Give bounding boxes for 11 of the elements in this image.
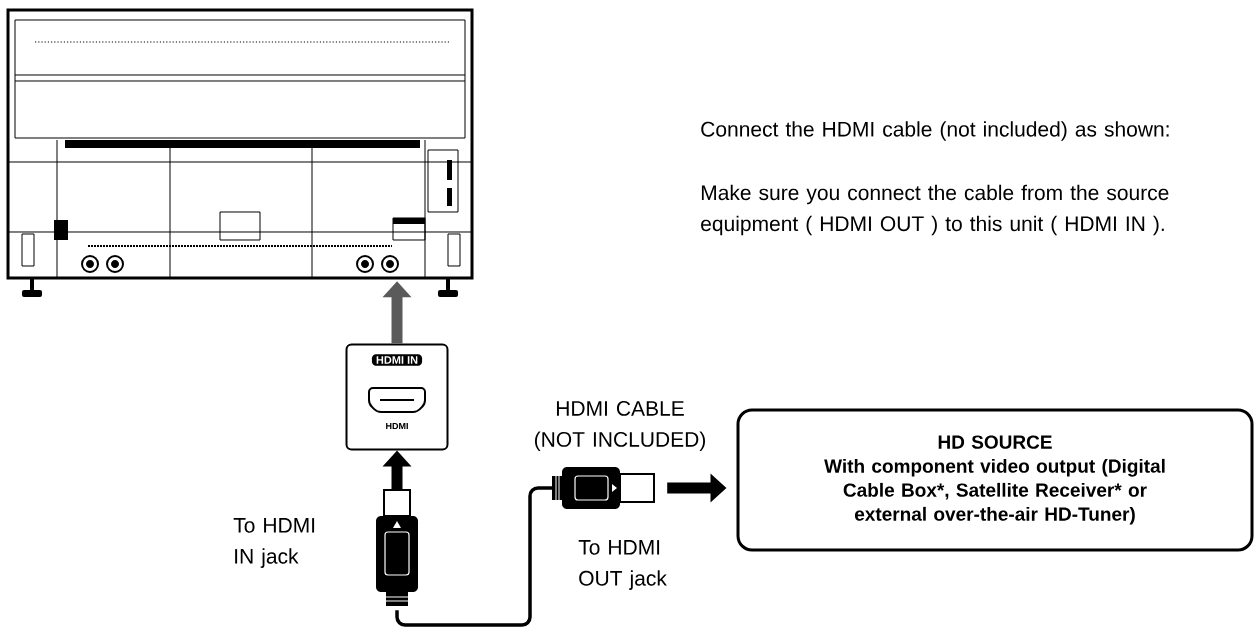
source-box: HD SOURCE With component video output (Digital Cable Box*, Satellite Receiver* or external over-the-air HD-Tuner): [736, 408, 1254, 552]
cable: [395, 486, 555, 627]
hdmi-jack-panel: HDMI IN HDMI: [345, 343, 449, 451]
beside-text: To HDMI OUT jack: [578, 540, 667, 590]
hdmi-plug-drawing: [552, 467, 655, 509]
cable-label: HDMI CABLE (NOT INCLUDED): [535, 401, 705, 451]
instruction-text: Make sure you connect the cable from the source equipment ( HDMI OUT ) to this unit ( HDMI IN ).: [701, 184, 1169, 236]
instruction-text: Connect the HDMI cable (not included) as shown:: [701, 121, 1169, 141]
tv-drawing: [6, 8, 474, 297]
hdmi-plug-drawing: [376, 489, 418, 606]
beside-text: To HDMI IN jack: [233, 518, 315, 568]
